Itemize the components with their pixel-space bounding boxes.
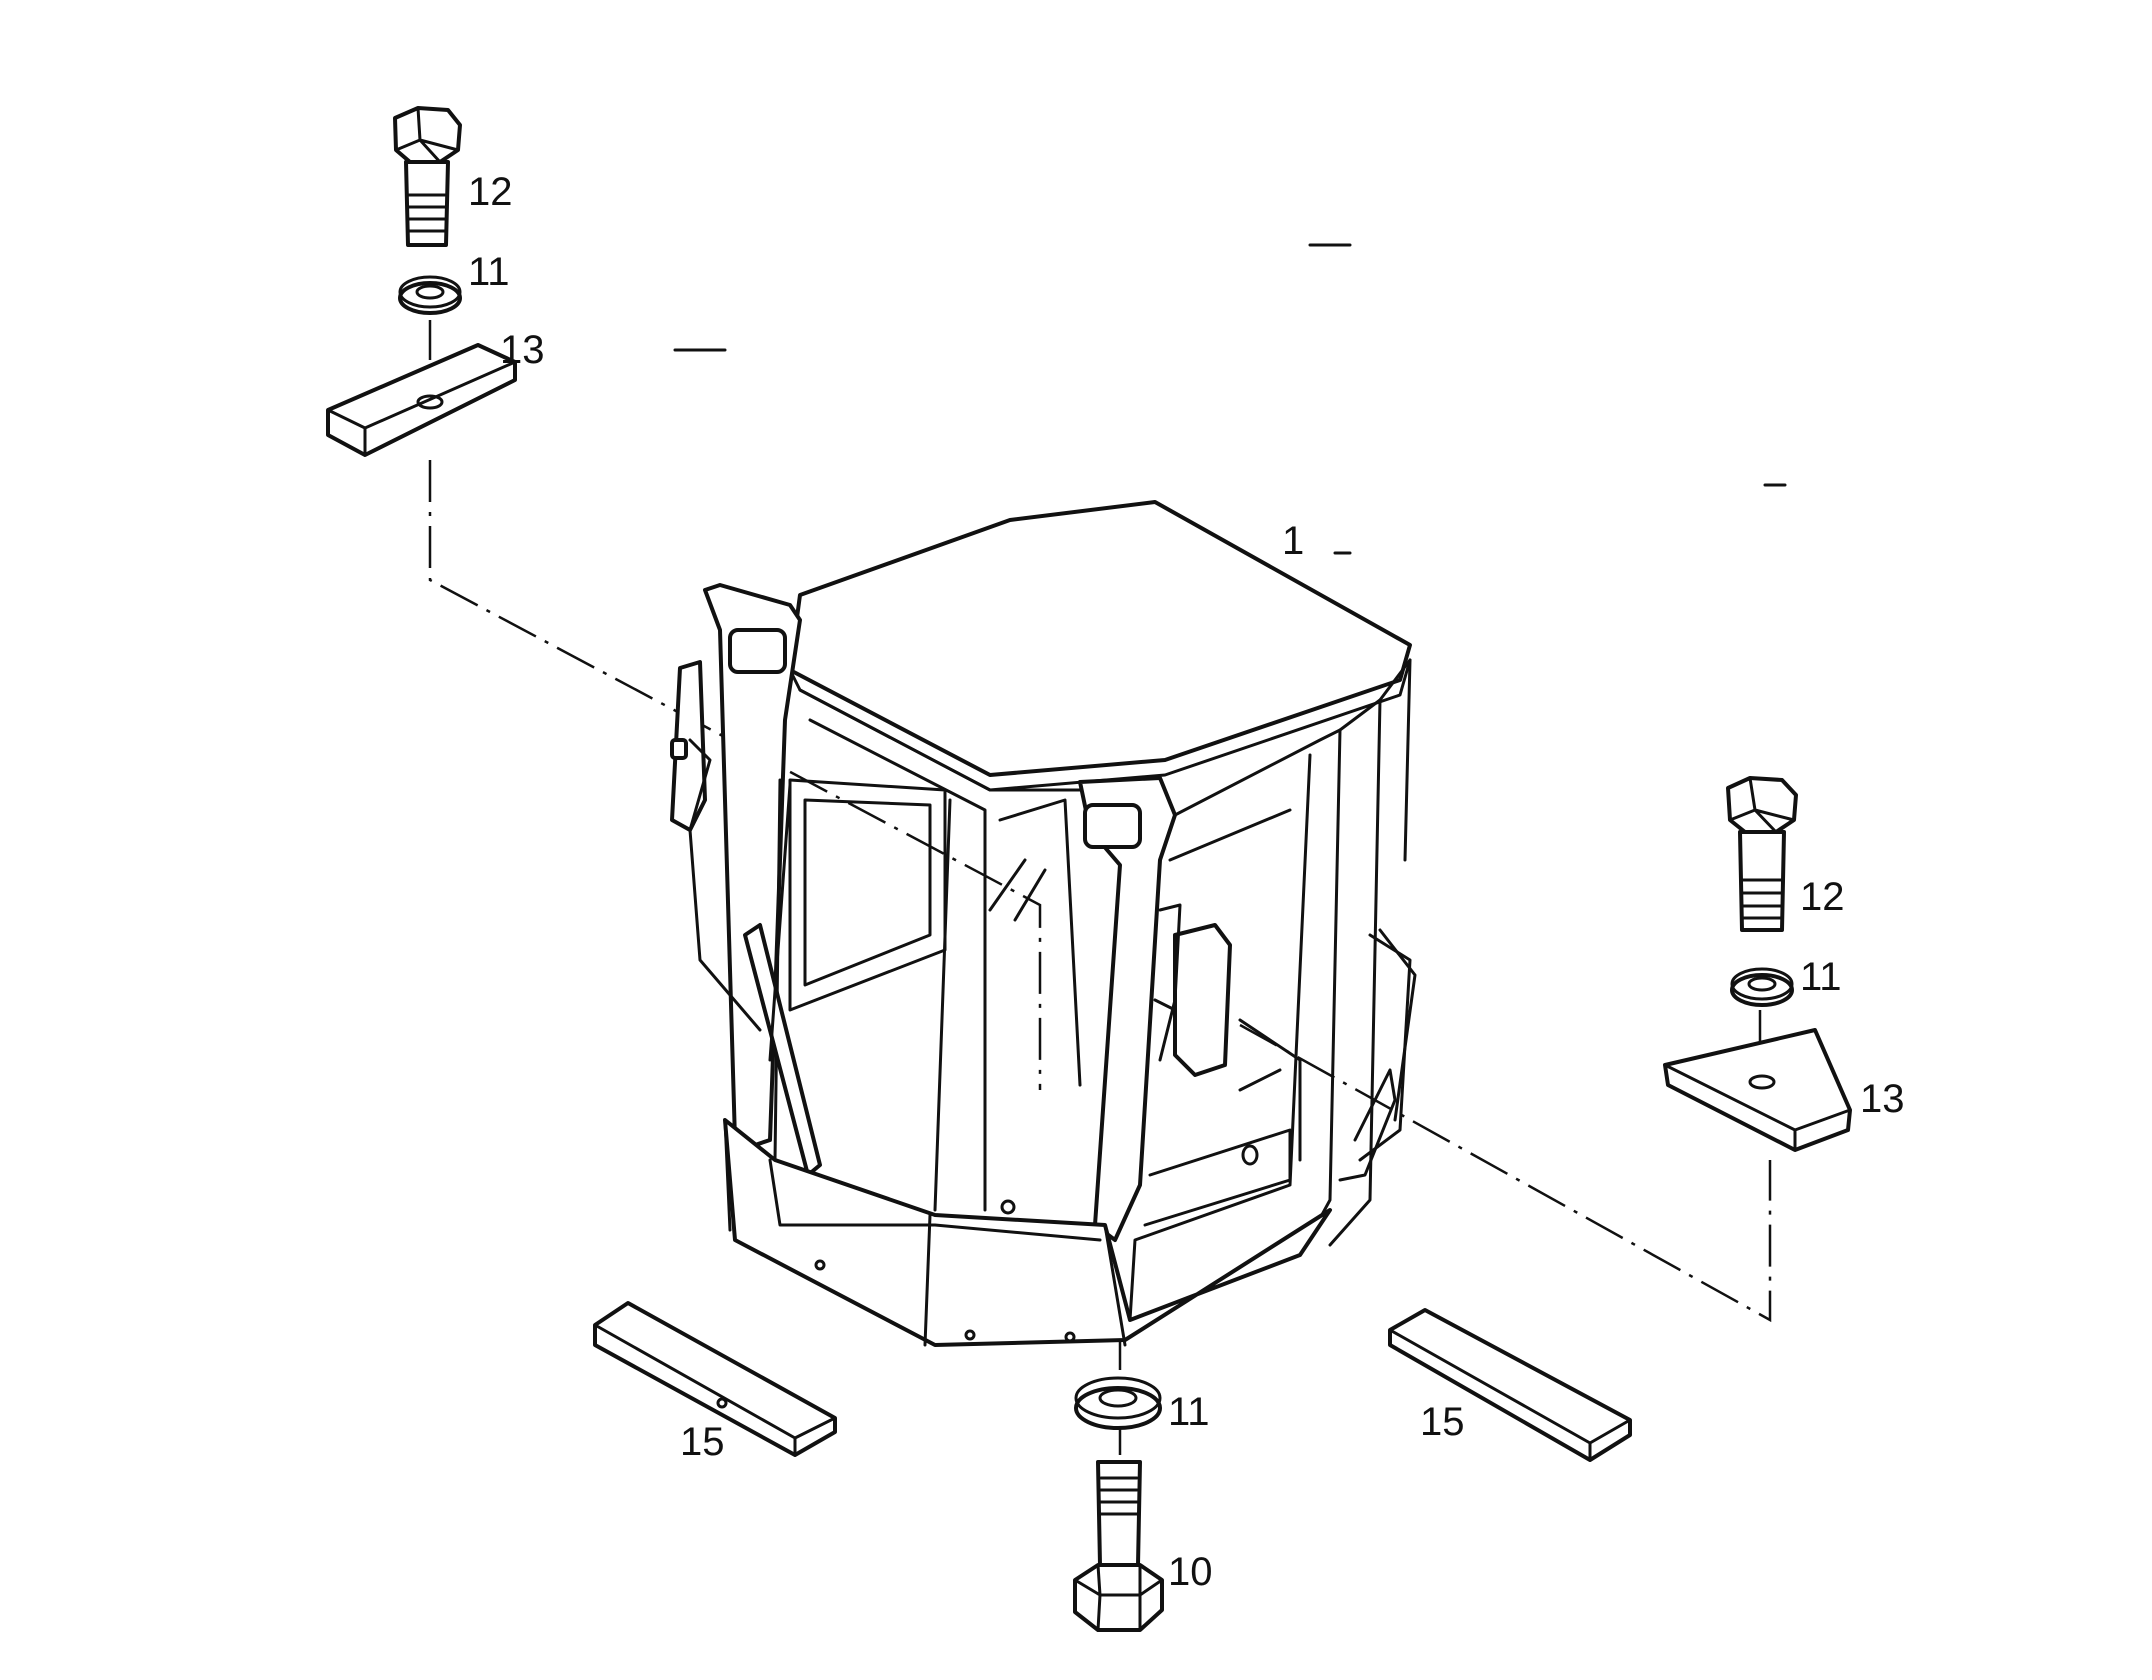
strip-left [593,1301,837,1457]
callout-bolt-bottom: 10 [1168,1550,1213,1594]
windshield-frame [798,688,1082,1212]
hex-bolt-bottom [1073,1460,1164,1632]
mounting-plate-right [1663,1028,1852,1152]
callout-strip-left: 15 [680,1420,725,1464]
callout-washer-bottom: 11 [1168,1390,1210,1434]
top-left-mount-hardware [326,106,517,457]
scan-marks [673,243,1787,487]
callout-washer-right: 11 [1800,955,1842,999]
callout-bolt-right: 12 [1800,875,1845,919]
work-lamp-right [1083,803,1142,849]
washer-top-left [398,275,462,315]
windshield-wiper [743,923,822,1177]
work-lamp-left [728,628,787,674]
washer-bottom [1074,1376,1162,1430]
operator-cab [670,500,1417,1347]
mounting-plate-top-left [326,343,517,457]
callout-plate-top-left: 13 [500,328,545,372]
rear-window [788,778,947,1012]
hex-bolt-right [1726,776,1798,932]
right-mount-hardware [1663,776,1852,1152]
mirror-right [1173,923,1232,1077]
callout-bolt-top-left: 12 [468,170,513,214]
mirror-left [670,660,707,832]
callout-labels: 1 12 11 13 12 11 13 11 10 15 15 [468,170,1905,1594]
callout-plate-right: 13 [1860,1077,1905,1121]
strip-right [1388,1308,1632,1462]
washer-right [1730,967,1794,1007]
hex-bolt-top-left [393,106,462,247]
bottom-mount-hardware [1073,1376,1164,1632]
callout-cab: 1 [1282,519,1304,563]
callout-strip-right: 15 [1420,1400,1465,1444]
cab-roof [788,500,1412,777]
callout-washer-top-left: 11 [468,250,510,294]
